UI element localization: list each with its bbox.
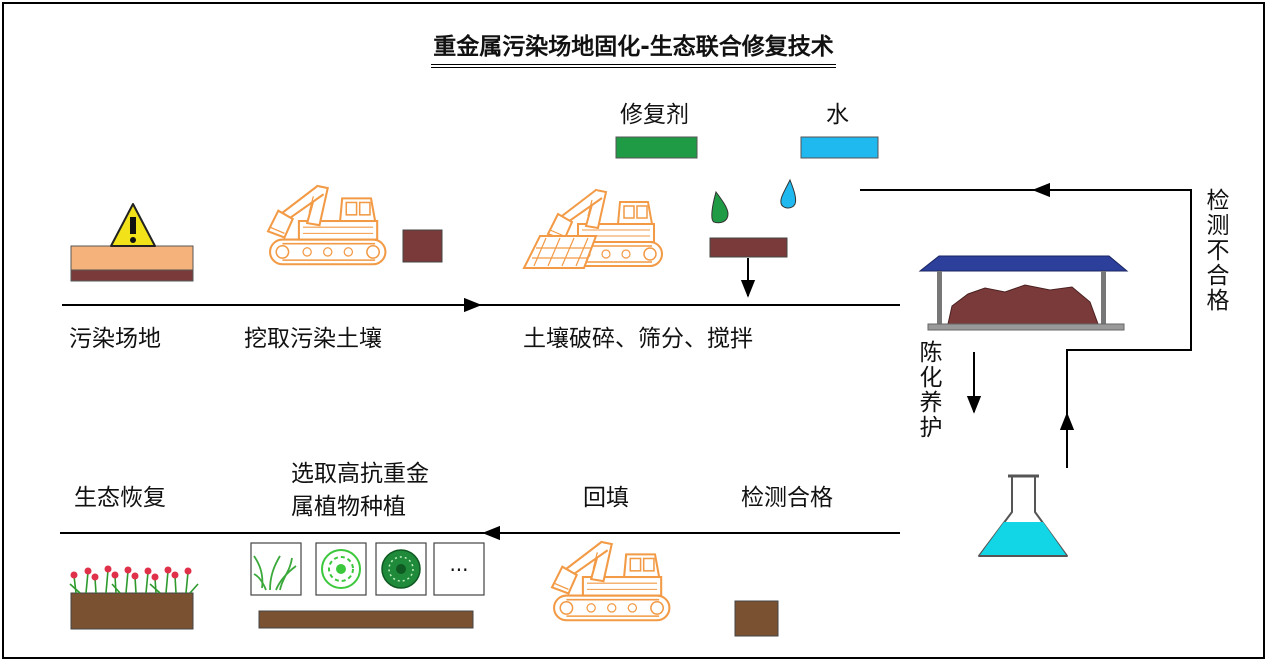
agent-swatch xyxy=(615,136,698,159)
step-excavate-soil: 挖取污染土壤 xyxy=(244,326,382,352)
step-retest-fail: 检测不合格 xyxy=(1202,188,1228,313)
water-swatch xyxy=(800,136,879,159)
screen-crusher-icon xyxy=(522,235,598,269)
excavator-icon-1 xyxy=(266,184,387,266)
flower-heads xyxy=(70,565,192,581)
plant-card-more xyxy=(433,542,485,596)
tree-top-icon xyxy=(381,549,421,589)
step-plant-line-2: 属植物种植 xyxy=(291,494,406,520)
curing-shed xyxy=(918,255,1129,331)
step-contaminated-site: 污染场地 xyxy=(69,326,161,352)
warning-sign-icon xyxy=(110,203,156,247)
test-flask-icon xyxy=(978,474,1068,557)
planting-soil-strip xyxy=(258,610,474,629)
excavator-icon-backfill xyxy=(550,540,671,622)
step-restoration: 生态恢复 xyxy=(74,485,166,511)
flower-stems xyxy=(69,569,199,594)
contaminated-site xyxy=(70,203,194,282)
excavated-soil-block xyxy=(402,229,443,263)
mixed-soil-block xyxy=(709,237,788,258)
diagram-title: 重金属污染场地固化-生态联合修复技术 xyxy=(0,33,1267,68)
step-crush-sieve-mix: 土壤破碎、筛分、搅拌 xyxy=(523,326,753,352)
agent-label: 修复剂 xyxy=(620,102,689,128)
agent-drop-icon xyxy=(711,190,729,224)
step-backfill: 回填 xyxy=(583,485,629,511)
test-pass-soil-block xyxy=(734,600,779,637)
step-test-pass: 检测合格 xyxy=(741,485,833,511)
shrub-icon xyxy=(321,549,361,589)
restored-planter xyxy=(69,565,199,630)
water-label: 水 xyxy=(826,102,849,128)
grass-icon xyxy=(253,555,297,591)
fail-feedback-loop xyxy=(860,182,1192,468)
step-curing: 陈化养护 xyxy=(915,340,941,440)
more-options-symbol: ··· xyxy=(449,558,468,582)
step-plant-line-1: 选取高抗重金 xyxy=(291,461,429,487)
water-drop-icon xyxy=(780,178,797,209)
plant-option-cards: ··· xyxy=(250,542,485,596)
